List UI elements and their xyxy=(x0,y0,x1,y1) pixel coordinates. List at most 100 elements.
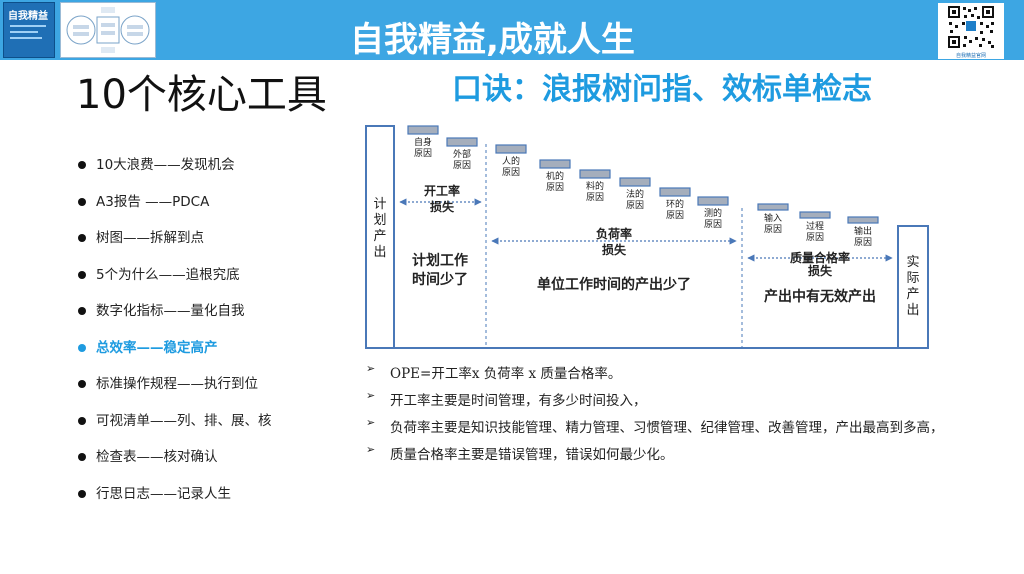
note-item: ➢ OPE=开工率x 负荷率 x 质量合格率。 xyxy=(366,362,1016,389)
cause-label: 机的 xyxy=(546,170,564,182)
bullet-icon xyxy=(78,161,86,169)
cause-block xyxy=(659,187,691,197)
tool-label: 可视清单——列、排、展、核 xyxy=(96,412,272,429)
uptime-loss-label-2: 损失 xyxy=(430,199,455,214)
qr-caption: 自我精益官网 xyxy=(955,53,986,59)
cause-label: 原因 xyxy=(453,160,471,171)
arrow-bullet-icon: ➢ xyxy=(366,362,376,375)
cause-label: 自身 xyxy=(414,136,432,148)
cause-label: 法的 xyxy=(626,188,644,200)
cause-label: 原因 xyxy=(546,182,564,193)
bullet-icon xyxy=(78,489,86,498)
planned-output-label: 计划产出 xyxy=(373,197,386,260)
tool-list-item: 行思日志——记录人生 xyxy=(78,485,338,522)
bullet-icon xyxy=(78,453,86,461)
arrow-bullet-icon: ➢ xyxy=(366,389,376,402)
cause-label: 原因 xyxy=(854,237,872,248)
load-loss-label-1: 负荷率 xyxy=(596,226,632,241)
cause-block xyxy=(847,216,879,224)
cause-block xyxy=(539,159,571,169)
note-item: ➢ 负荷率主要是知识技能管理、精力管理、习惯管理、纪律管理、改善管理，产出最高到多… xyxy=(366,416,1016,443)
note-item: ➢ 开工率主要是时间管理，有多少时间投入， xyxy=(366,389,1016,416)
bullet-icon xyxy=(78,307,86,315)
quality-loss-label-2: 损失 xyxy=(808,263,833,278)
tool-list-item: 数字化指标——量化自我 xyxy=(78,302,338,339)
note-text: OPE=开工率x 负荷率 x 质量合格率。 xyxy=(390,366,622,382)
cause-block xyxy=(446,137,478,147)
tool-label: 检查表——核对确认 xyxy=(96,449,218,465)
bullet-icon xyxy=(78,343,86,352)
cause-label: 原因 xyxy=(586,192,604,203)
quality-result: 产出中有无效产出 xyxy=(764,288,876,305)
tool-label: 树图——拆解到点 xyxy=(96,230,204,246)
note-text: 负荷率主要是知识技能管理、精力管理、习惯管理、纪律管理、改善管理，产出最高到多高… xyxy=(390,420,944,436)
mind-map-graphic xyxy=(66,7,150,53)
note-text: 质量合格率主要是错误管理，错误如何最少化。 xyxy=(390,447,674,463)
cause-label: 输入 xyxy=(764,212,782,224)
uptime-result-line-1: 计划工作 xyxy=(412,252,468,269)
bullet-icon xyxy=(78,234,86,242)
uptime-loss-label-1: 开工率 xyxy=(424,183,460,198)
cause-label: 原因 xyxy=(666,210,684,221)
cause-block xyxy=(407,125,439,135)
tool-list-item: 10大浪费——发现机会 xyxy=(78,156,338,193)
ope-notes: ➢ OPE=开工率x 负荷率 x 质量合格率。 ➢ 开工率主要是时间管理，有多少时间投… xyxy=(366,362,1016,470)
tool-label: 行思日志——记录人生 xyxy=(96,485,231,502)
tool-list-item: 树图——拆解到点 xyxy=(78,229,338,266)
cause-block xyxy=(757,203,789,211)
actual-output-column xyxy=(897,225,929,349)
ope-loss-diagram: 计划产出 实际产出 自身原因外部原因人的原因机的原因料的原因法的原因环的原因测的… xyxy=(365,125,929,349)
cause-label: 过程 xyxy=(806,220,824,232)
arrow-bullet-icon: ➢ xyxy=(366,416,376,429)
cause-block xyxy=(579,169,611,179)
cause-label: 原因 xyxy=(764,224,782,235)
cause-label: 原因 xyxy=(626,200,644,211)
cause-label: 原因 xyxy=(502,167,520,178)
cause-label: 原因 xyxy=(806,232,824,243)
header-title: 自我精益,成就人生 xyxy=(350,20,635,60)
bullet-icon xyxy=(78,270,86,279)
cause-label: 原因 xyxy=(704,219,722,230)
tool-list-item: A3报告 ——PDCA xyxy=(78,193,338,230)
tool-label: A3报告 ——PDCA xyxy=(96,193,210,210)
bullet-icon xyxy=(78,380,86,388)
tool-label: 5个为什么——追根究底 xyxy=(96,266,240,283)
cause-label: 环的 xyxy=(666,198,684,210)
qr-code: 自我精益官网 xyxy=(938,3,1004,59)
header-banner: 自我精益 自我精益,成就人生 xyxy=(0,0,1024,60)
cause-block xyxy=(799,211,831,219)
bullet-icon xyxy=(78,416,86,425)
book-cover-line xyxy=(10,37,42,39)
tool-label: 标准操作规程——执行到位 xyxy=(96,376,258,392)
cause-blocks: 自身原因外部原因人的原因机的原因料的原因法的原因环的原因测的原因输入原因过程原因… xyxy=(407,125,879,248)
mind-map-thumbnail xyxy=(60,2,156,58)
cause-label: 料的 xyxy=(586,180,604,192)
slide-title: 10个核心工具 xyxy=(76,72,327,118)
note-text: 开工率主要是时间管理，有多少时间投入， xyxy=(390,393,647,409)
slide-motto: 口诀：浪报树问指、效标单检志 xyxy=(452,72,872,107)
book-cover-image: 自我精益 xyxy=(3,2,55,58)
arrow-bullet-icon: ➢ xyxy=(366,443,376,456)
load-loss-label-2: 损失 xyxy=(602,242,627,257)
load-result: 单位工作时间的产出少了 xyxy=(537,276,691,293)
cause-block xyxy=(697,196,729,206)
qr-code-icon xyxy=(947,5,995,49)
cause-block xyxy=(619,177,651,187)
tool-list-item: 检查表——核对确认 xyxy=(78,448,338,485)
cause-label: 外部 xyxy=(453,148,471,160)
tool-label: 数字化指标——量化自我 xyxy=(96,303,245,319)
planned-output-column xyxy=(365,125,395,349)
cause-label: 原因 xyxy=(414,148,432,159)
tool-list: 10大浪费——发现机会 A3报告 ——PDCA 树图——拆解到点 5个为什么——追根究… xyxy=(78,156,338,521)
tool-label: 10大浪费——发现机会 xyxy=(96,157,235,173)
tool-label: 总效率——稳定高产 xyxy=(96,339,218,356)
book-cover-line xyxy=(10,31,38,33)
tool-list-item: 总效率——稳定高产 xyxy=(78,339,338,376)
uptime-result-line-2: 时间少了 xyxy=(412,271,468,288)
cause-label: 测的 xyxy=(704,207,722,219)
book-title: 自我精益 xyxy=(8,11,48,22)
tool-list-item: 标准操作规程——执行到位 xyxy=(78,375,338,412)
book-cover-line xyxy=(10,25,46,27)
quality-loss-label-1: 质量合格率 xyxy=(790,250,850,265)
cause-label: 人的 xyxy=(502,155,520,167)
